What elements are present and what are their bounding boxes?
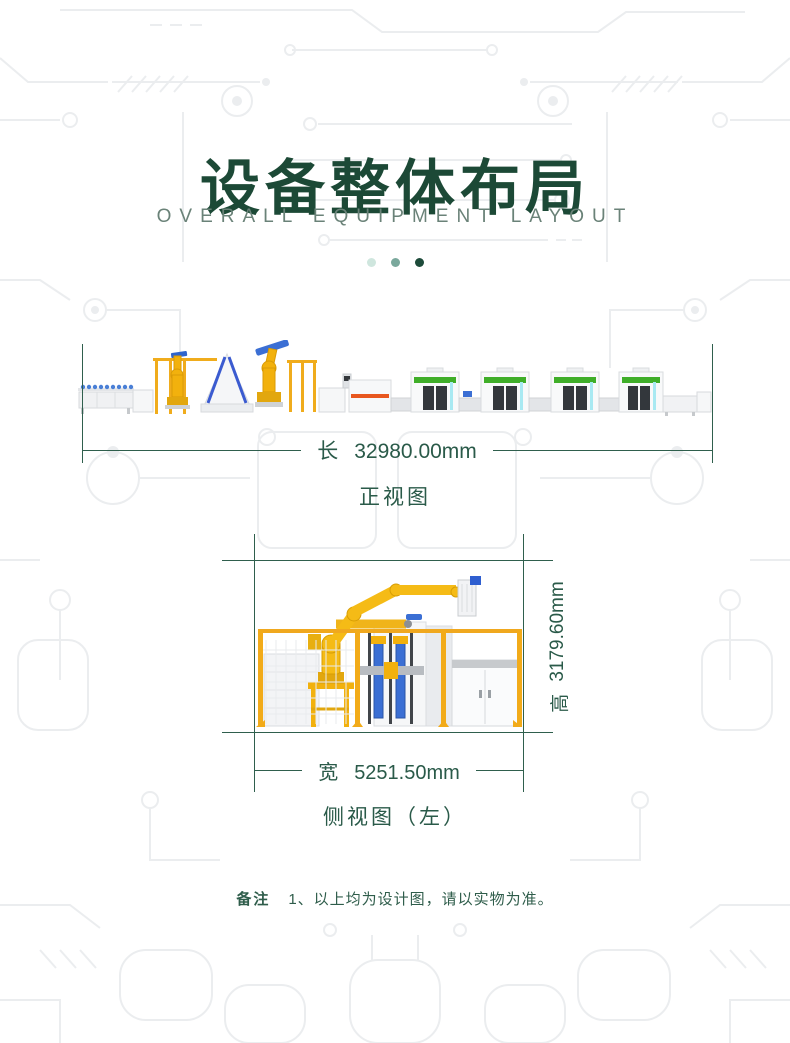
- safety-fence: [256, 629, 522, 727]
- side-view-caption: 侧视图（左）: [323, 806, 467, 829]
- page-title: 设备整体布局: [200, 155, 590, 223]
- dimension-extension-line-left: [82, 344, 83, 463]
- height-extension-line-bottom: [222, 732, 553, 733]
- processing-module-1: [410, 367, 460, 413]
- side-view-illustration: [256, 576, 522, 727]
- safety-fence: [153, 358, 217, 414]
- link-conveyor: [528, 397, 552, 412]
- a-frame-rack: [200, 352, 254, 413]
- width-extension-line-left: [254, 534, 255, 792]
- glass-sheet: [463, 391, 472, 397]
- front-view-caption: 正视图: [359, 486, 431, 509]
- note-text: 1、以上均为设计图，请以实物为准。: [288, 891, 554, 908]
- processing-module-3: [550, 367, 600, 413]
- height-dimension-value: 3179.60mm: [547, 581, 568, 682]
- robot-arm-front-2: [255, 340, 289, 407]
- width-dimension-value: 5251.50mm: [354, 761, 460, 784]
- side-panel: [425, 625, 453, 727]
- outfeed-conveyor: [662, 391, 712, 416]
- width-extension-line-right: [523, 534, 524, 792]
- dimension-line: [492, 449, 713, 451]
- double-door-cabinet: [451, 659, 519, 727]
- link-conveyor: [390, 397, 412, 412]
- link-conveyor: [598, 397, 620, 412]
- dimension-line: [254, 769, 303, 771]
- robot-arm-front-1: [165, 351, 190, 409]
- height-extension-line-top: [222, 560, 553, 561]
- orange-strip-machine: [342, 373, 392, 413]
- counterweight: [308, 634, 321, 650]
- length-dimension-value: 32980.00mm: [354, 440, 477, 463]
- dot-icon: [366, 258, 376, 267]
- gripper-tool: [406, 614, 422, 620]
- safety-fence: [287, 360, 317, 412]
- processing-module-2: [480, 367, 530, 413]
- note-label: 备注: [236, 891, 271, 908]
- width-dimension: 宽 5251.50mm: [254, 758, 524, 784]
- control-cabinet: [132, 389, 154, 413]
- dimension-line: [82, 449, 302, 451]
- length-dimension: 长 32980.00mm: [82, 438, 713, 463]
- page-subtitle: OVERALL EQUIPMENT LAYOUT: [156, 206, 634, 227]
- width-dimension-label: 宽: [318, 761, 339, 784]
- vertical-slides: [360, 632, 424, 724]
- height-dimension-label: 高: [549, 693, 571, 713]
- dot-icon: [390, 258, 400, 267]
- length-dimension-label: 长: [317, 440, 339, 463]
- end-effector: [457, 576, 481, 617]
- decorative-dots: [0, 258, 790, 267]
- link-conveyor: [458, 397, 482, 412]
- note: 备注 1、以上均为设计图，请以实物为准。: [0, 888, 790, 909]
- processing-module-4: [618, 367, 664, 413]
- dimension-extension-line-right: [712, 344, 713, 463]
- height-dimension: 高 3179.60mm: [545, 577, 571, 717]
- front-view-illustration: [78, 340, 712, 416]
- control-cabinet: [318, 387, 346, 413]
- dot-icon: [414, 258, 424, 267]
- dimension-line: [475, 769, 524, 771]
- infeed-conveyor: [78, 384, 134, 414]
